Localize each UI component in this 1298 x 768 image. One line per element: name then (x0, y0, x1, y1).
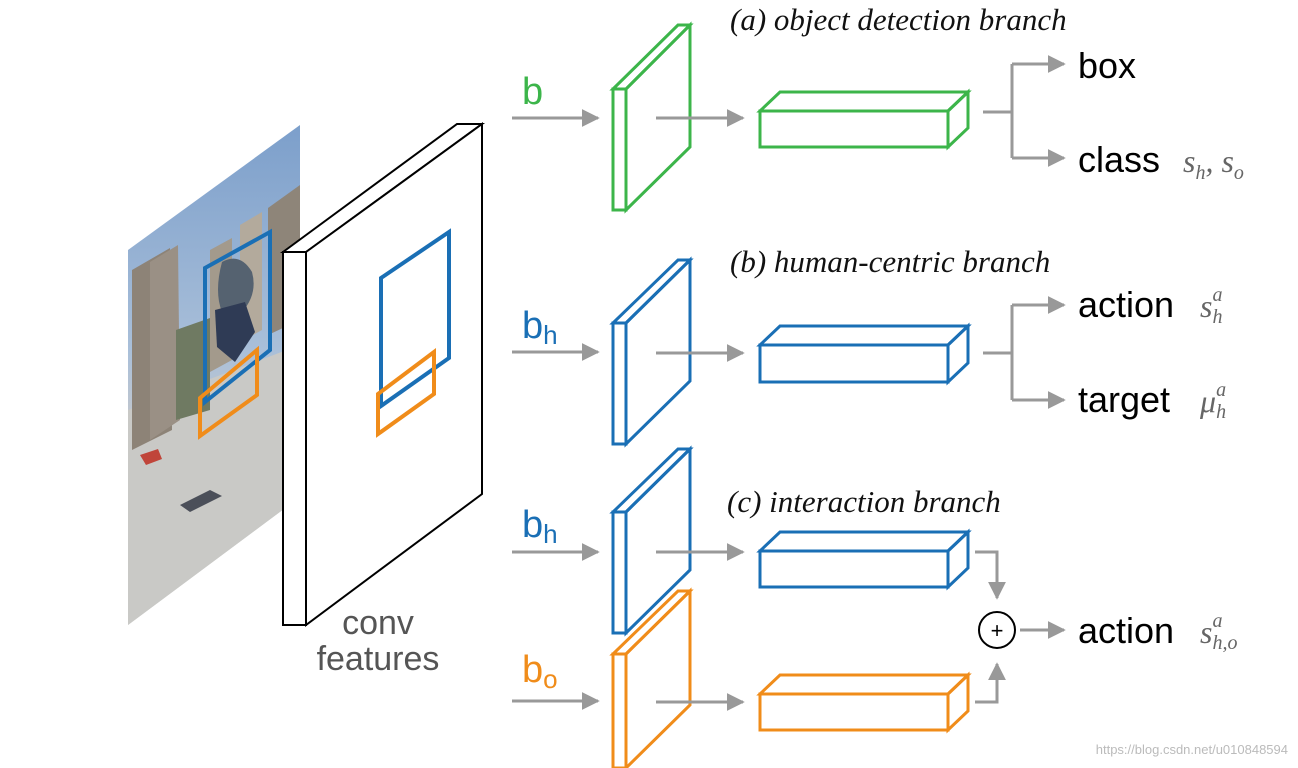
watermark-text: https://blog.csdn.net/u010848594 (1096, 742, 1288, 757)
input-image (128, 125, 300, 625)
conv-feature-map (279, 122, 486, 627)
branch-a-input-base: b (522, 71, 543, 113)
branch-a-roi-feature (609, 21, 694, 214)
conv-label-line2: features (317, 640, 440, 678)
branch-c-human-fc-block (756, 528, 972, 591)
sum-operator-plus: + (991, 618, 1004, 643)
branch-a-split-arrows (983, 55, 1066, 167)
object-box-on-image (198, 345, 259, 440)
branch-a-input-label: b (522, 71, 543, 113)
branch-b-split-arrows (983, 296, 1066, 409)
branch-b-fc-block (756, 322, 972, 386)
branch-a-title: (a) object detection branch (730, 2, 1067, 37)
conv-label-line1: conv (342, 604, 414, 642)
branch-b-input-label: bh (522, 305, 558, 350)
branch-b-title: (b) human-centric branch (730, 244, 1050, 279)
branch-c-human-input-label: bh (522, 504, 558, 549)
human-box-on-image (203, 228, 272, 407)
branch-a-fc-block (756, 88, 972, 151)
branch-a-class-symbol: sh, so (1183, 143, 1244, 184)
branch-c-title: (c) interaction branch (727, 484, 1001, 519)
branch-c-object-fc-block (756, 671, 972, 734)
branch-a-output-class: class (1078, 139, 1160, 180)
branch-a-output-box: box (1078, 45, 1136, 86)
branch-b-output-action: action (1078, 284, 1174, 325)
branch-b-output-target: target (1078, 379, 1170, 420)
branch-c-output-action: action (1078, 610, 1174, 651)
branch-b-roi-feature (609, 256, 694, 448)
branch-c-object-roi-feature (609, 587, 694, 768)
branch-c-object-input-label: bo (522, 649, 558, 694)
branch-c-merge-arrows (975, 550, 1066, 704)
sum-operator-circle (978, 611, 1016, 649)
branch-c-human-roi-feature (609, 445, 694, 637)
